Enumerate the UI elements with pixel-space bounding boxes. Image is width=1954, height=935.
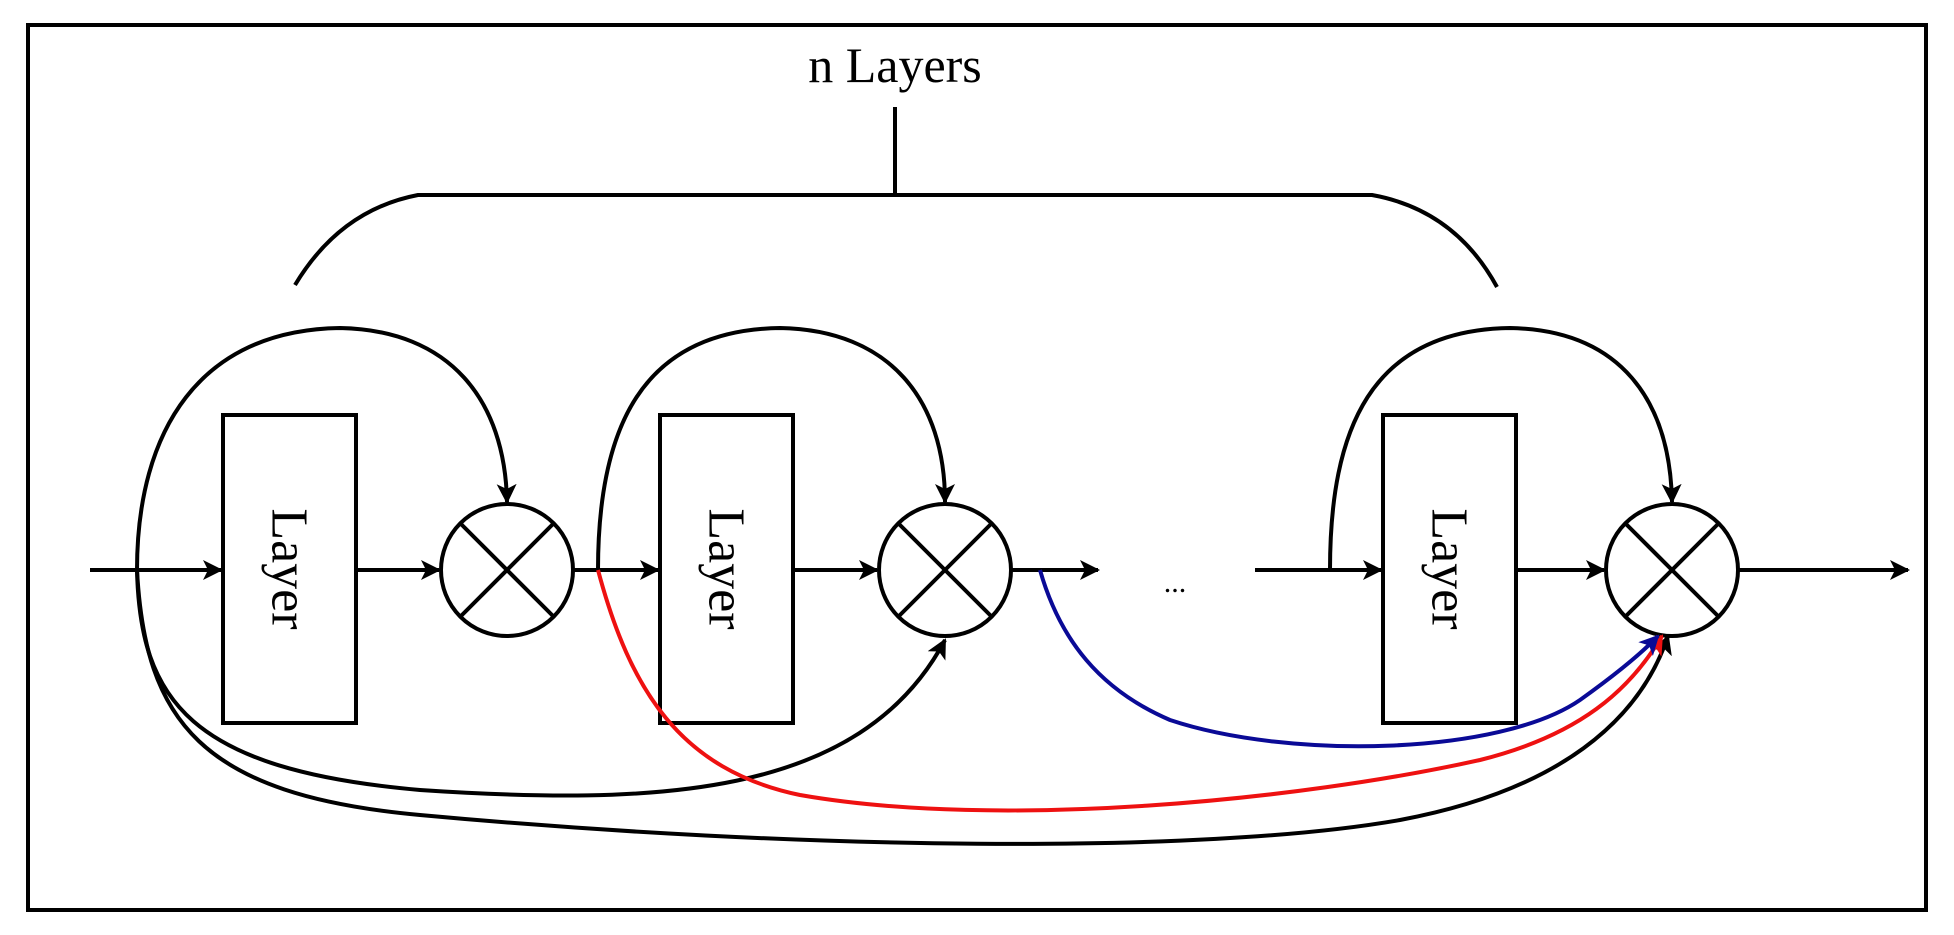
skip-connection-arc	[596, 325, 955, 571]
layer-label-n: Layer	[1421, 508, 1478, 629]
layer-box-n	[1381, 413, 1518, 725]
circled-x-icon	[877, 502, 1013, 638]
layer-box-1	[221, 413, 358, 725]
dense-connection-red	[596, 569, 1664, 813]
circled-x-icon	[1604, 502, 1740, 638]
skip-connection-arc	[1328, 325, 1682, 571]
outer-frame	[26, 23, 1928, 912]
circled-x-icon	[439, 502, 575, 638]
ellipsis-text: ...	[1164, 566, 1187, 599]
dense-connection-black	[135, 569, 1672, 846]
layer-label-1: Layer	[261, 508, 318, 629]
dense-connection-black	[135, 569, 947, 798]
skip-connection-arc	[135, 325, 517, 571]
layer-label-2: Layer	[698, 508, 755, 629]
diagram-title: n Layers	[808, 37, 982, 93]
dense-connection-blue	[1038, 569, 1660, 749]
group-brace	[293, 193, 1499, 288]
